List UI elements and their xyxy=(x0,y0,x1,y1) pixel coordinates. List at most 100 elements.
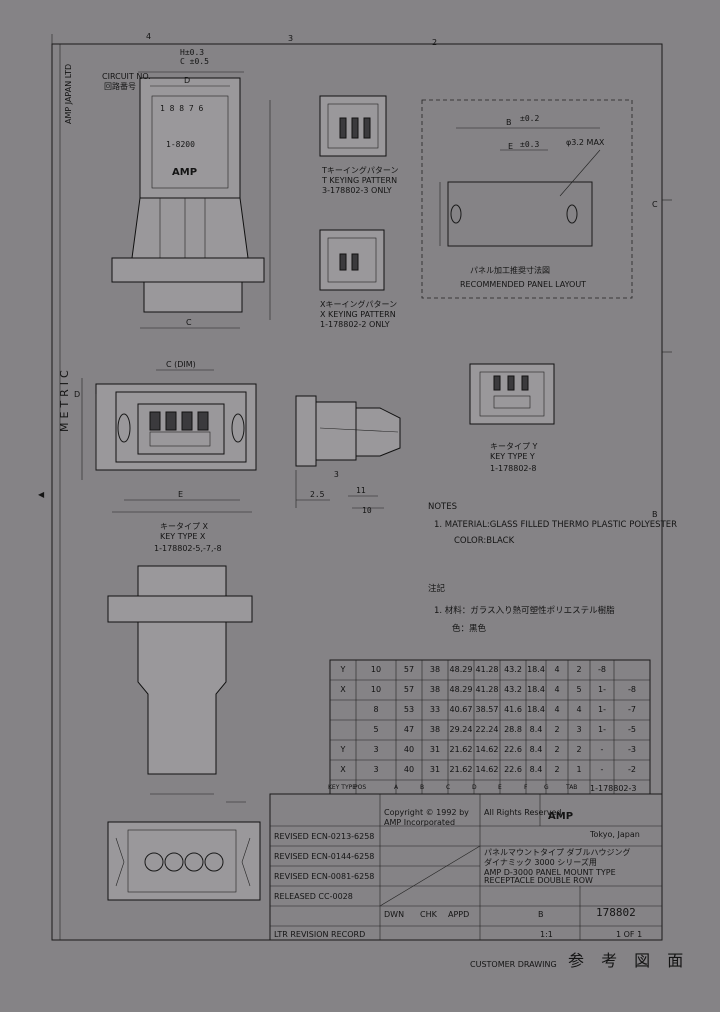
panel-hole-label: φ3.2 MAX xyxy=(566,138,605,147)
name-jp-2: ダイナミック 3000 シリーズ用 xyxy=(484,858,597,867)
table-last-part: 1-178802-3 xyxy=(590,784,637,793)
t-keying-title: T KEYING PATTERN xyxy=(322,176,398,185)
table-cell: 4 xyxy=(576,705,582,714)
table-cell: 2 xyxy=(554,765,560,774)
name-jp: パネルマウントタイプ ダブルハウジング xyxy=(484,848,631,857)
table-cell: 1 xyxy=(576,765,582,774)
table-cell: 22.24 xyxy=(475,725,499,734)
front-key-label-jp: キータイプ X xyxy=(160,522,209,531)
table-cell: 40 xyxy=(403,745,415,754)
side-view xyxy=(295,395,401,509)
x-keying-title: X KEYING PATTERN xyxy=(320,310,396,319)
top-view-dim-h: H±0.3 xyxy=(180,48,205,57)
top-view-dim-d: D xyxy=(184,76,191,85)
table-cell: 2 xyxy=(554,745,560,754)
top-marker-2: 2 xyxy=(432,38,438,47)
notes-line-2: COLOR:BLACK xyxy=(454,536,515,546)
t-keying-title-jp: Tキーイングパターン xyxy=(322,166,399,175)
top-marker-3: 3 xyxy=(288,34,294,43)
table-cell: 10 xyxy=(370,685,382,694)
table-cell: 14.62 xyxy=(475,745,499,754)
table-header-cell: TAB xyxy=(566,784,578,791)
location: Tokyo, Japan xyxy=(590,830,640,839)
table-cell: 38.57 xyxy=(475,705,499,714)
part-digits: 1 8 8 7 6 xyxy=(160,104,204,113)
table-cell: 8.4 xyxy=(529,745,543,754)
table-cell: 29.24 xyxy=(449,725,473,734)
notes-heading: NOTES xyxy=(428,502,458,512)
notes-line-1: 1. MATERIAL:GLASS FILLED THERMO PLASTIC … xyxy=(434,520,678,530)
panel-title: RECOMMENDED PANEL LAYOUT xyxy=(460,280,587,289)
front-view xyxy=(81,369,257,513)
table-cell: 10 xyxy=(370,665,382,674)
notes-jp-heading: 注記 xyxy=(428,584,446,594)
table-cell: Y xyxy=(340,665,346,674)
x-keying-title-jp: Xキーイングパターン xyxy=(320,300,398,309)
chk-label: CHK xyxy=(420,910,437,919)
table-cell: 47 xyxy=(403,725,415,734)
table-cell: -8 xyxy=(598,665,606,674)
table-cell: 1- xyxy=(598,725,606,734)
table-header-cell: C xyxy=(446,784,451,791)
table-cell: 40 xyxy=(403,765,415,774)
lower-side-view xyxy=(107,565,253,803)
front-key-label: KEY TYPE X xyxy=(160,532,206,541)
table-cell: 22.6 xyxy=(504,745,522,754)
table-cell: 28.8 xyxy=(504,725,522,734)
side-dim-4: 10 xyxy=(362,506,372,515)
table-cell: -2 xyxy=(628,765,636,774)
part-number-mark: 1-8200 xyxy=(166,140,195,149)
title-block-grid xyxy=(269,793,663,941)
appd-label: APPD xyxy=(448,910,470,919)
revision-1: REVISED ECN-0213-6258 xyxy=(274,832,375,841)
t-keying-part: 3-178802-3 ONLY xyxy=(322,186,392,195)
table-header-cell: D xyxy=(472,784,477,791)
table-cell: 1- xyxy=(598,685,606,694)
table-cell: 38 xyxy=(429,665,441,674)
dimension-table-grid xyxy=(329,659,651,795)
panel-dim-b-tol: ±0.2 xyxy=(520,114,540,123)
table-header-cell: F xyxy=(524,784,528,791)
top-view-connector xyxy=(111,71,271,329)
table-cell: 57 xyxy=(403,685,415,694)
table-cell: 2 xyxy=(576,665,582,674)
revision-header: LTR REVISION RECORD xyxy=(274,930,366,939)
top-marker-4: 4 xyxy=(146,32,152,41)
table-cell: 31 xyxy=(429,765,441,774)
table-cell: 38 xyxy=(429,685,441,694)
table-cell: 3 xyxy=(576,725,582,734)
table-header-cell: G xyxy=(544,784,549,791)
company: AMP Incorporated xyxy=(384,818,456,827)
table-cell: 48.29 xyxy=(449,685,473,694)
circuit-label-jp: 回路番号 xyxy=(104,82,136,91)
table-cell: 4 xyxy=(554,705,560,714)
table-cell: X xyxy=(340,685,346,694)
table-cell: 48.29 xyxy=(449,665,473,674)
side-dim-3: 3 xyxy=(334,470,339,479)
table-header-cell: A xyxy=(394,784,399,791)
key-view-t xyxy=(319,95,387,157)
table-cell: -5 xyxy=(628,725,636,734)
scale: 1:1 xyxy=(540,930,553,939)
table-cell: 5 xyxy=(576,685,582,694)
table-cell: 41.28 xyxy=(475,685,499,694)
table-cell: 3 xyxy=(373,745,379,754)
panel-dim-b: B xyxy=(506,118,512,127)
table-cell: 4 xyxy=(554,665,560,674)
right-marker-c: C xyxy=(652,200,658,209)
rights: All Rights Reserved xyxy=(484,808,562,817)
table-cell: 53 xyxy=(403,705,415,714)
title-amp-logo: AMP xyxy=(548,811,574,822)
right-marker-b: B xyxy=(652,510,658,519)
y-key-part: 1-178802-8 xyxy=(490,464,537,473)
bottom-view xyxy=(107,821,261,901)
panel-dim-e: E xyxy=(508,142,514,151)
table-cell: 14.62 xyxy=(475,765,499,774)
key-view-x xyxy=(319,229,385,291)
left-marker-arrow-icon: ◀ xyxy=(38,490,45,499)
table-cell: 43.2 xyxy=(504,665,522,674)
revision-4: RELEASED CC-0028 xyxy=(274,892,353,901)
name-en: AMP D-3000 PANEL MOUNT TYPE xyxy=(484,868,616,877)
y-key-label-jp: キータイプ Y xyxy=(490,442,538,451)
table-cell: 5 xyxy=(373,725,379,734)
